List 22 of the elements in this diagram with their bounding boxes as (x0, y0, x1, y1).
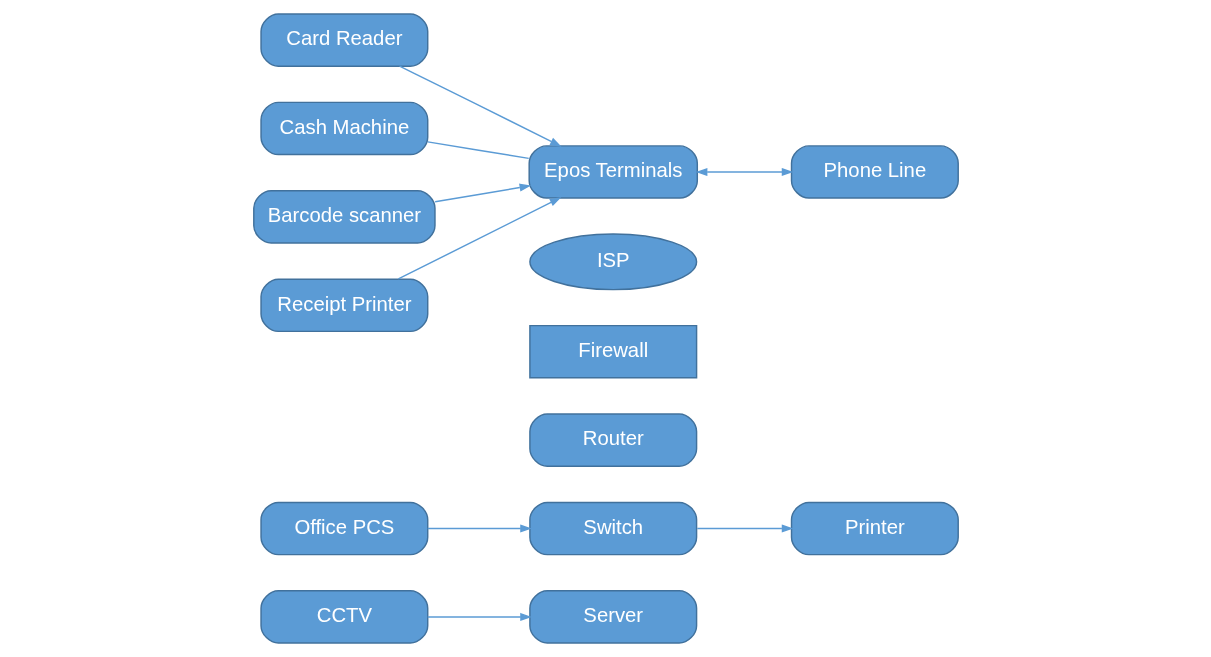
arrow (696, 524, 793, 533)
node-box: Router (528, 413, 697, 467)
node-box: Switch (528, 501, 697, 556)
arrow (426, 612, 532, 621)
node-box: CCTV (259, 590, 428, 644)
node-box: Receipt Printer (259, 278, 428, 333)
node-box: Epos Terminals (527, 145, 698, 199)
node-box: Phone Line (790, 145, 959, 199)
node-box: Printer (790, 501, 959, 556)
arrow (398, 65, 562, 147)
node-box: Server (528, 590, 697, 644)
node-box: Office PCS (259, 501, 428, 556)
node-box: Firewall (528, 324, 697, 379)
arrow (433, 183, 531, 203)
node-ellipse: ISP (528, 233, 697, 291)
node-box: Card Reader (259, 13, 428, 67)
node-box: Cash Machine (259, 101, 428, 156)
arrow (695, 167, 793, 177)
connector (426, 141, 529, 160)
node-box: Barcode scanner (252, 190, 436, 244)
arrow (426, 524, 532, 533)
arrow (397, 197, 561, 280)
